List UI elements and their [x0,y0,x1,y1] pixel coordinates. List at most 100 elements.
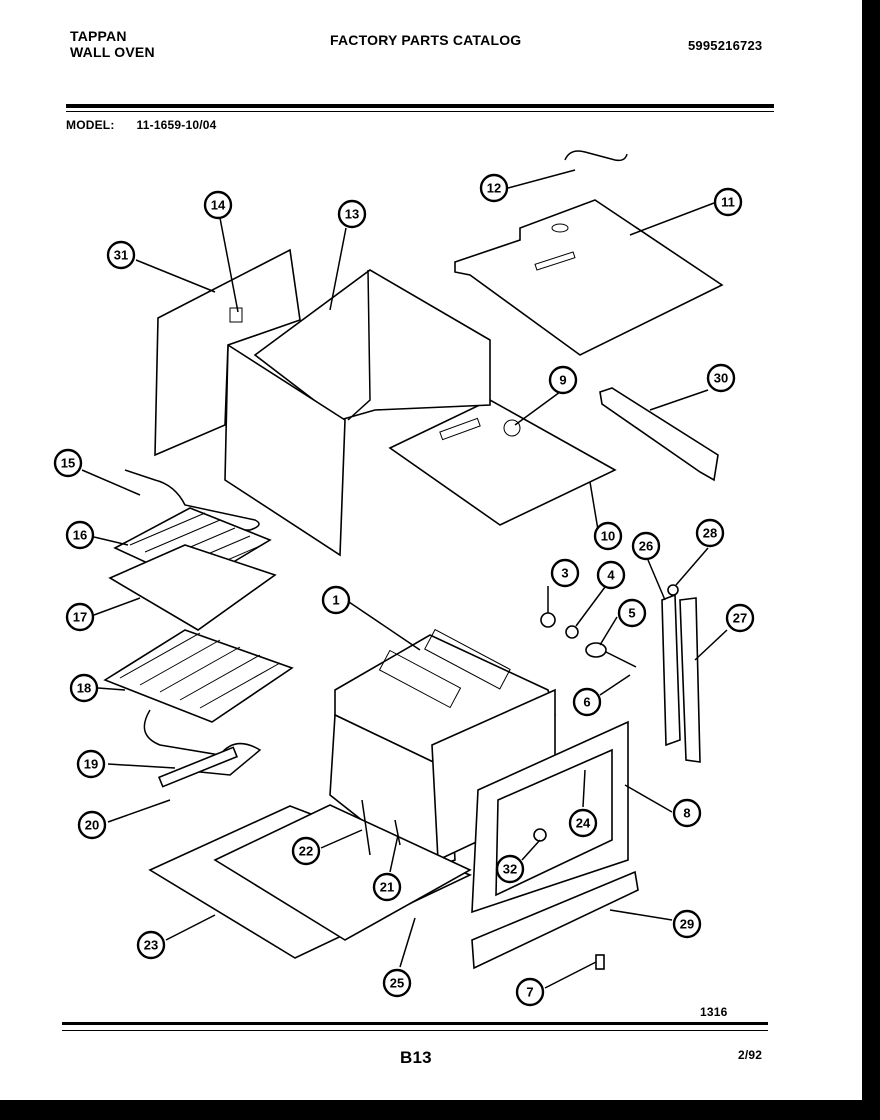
callout-27: 27 [725,603,755,633]
side-rail-right [679,597,701,763]
svg-text:18: 18 [77,681,91,696]
svg-text:15: 15 [61,456,75,471]
svg-text:23: 23 [144,938,158,953]
svg-text:7: 7 [526,985,533,1000]
callout-5: 5 [617,598,647,628]
header-rule-thick [66,104,774,108]
model-label: MODEL: [66,118,115,132]
oven-liner [329,628,556,871]
svg-text:26: 26 [639,539,653,554]
svg-text:14: 14 [211,198,226,213]
clip-part [667,584,679,596]
svg-text:17: 17 [73,610,87,625]
model-row: MODEL: 11-1659-10/04 [66,118,239,132]
callout-10: 10 [593,521,623,551]
callout-26: 26 [631,531,661,561]
terminal-block [157,746,239,788]
brand-name: TAPPAN [70,28,127,44]
callout-14: 14 [203,190,233,220]
front-trim-panel [471,870,639,970]
svg-text:13: 13 [345,207,359,222]
callout-22: 22 [291,836,321,866]
revision-date: 2/92 [738,1048,763,1062]
scan-edge-bar [862,0,880,1100]
svg-text:30: 30 [714,371,728,386]
side-rail-left [661,593,681,747]
callout-28: 28 [695,518,725,548]
brand-block: TAPPAN WALL OVEN [70,28,155,60]
callout-7: 7 [515,977,545,1007]
svg-text:25: 25 [390,976,404,991]
product-type: WALL OVEN [70,44,155,60]
catalog-title: FACTORY PARTS CATALOG [330,32,522,48]
model-number: 11-1659-10/04 [136,118,217,132]
footer-rule-thin [62,1030,768,1031]
bracket-part [599,387,719,482]
svg-text:31: 31 [114,248,128,263]
callout-23: 23 [136,930,166,960]
svg-text:24: 24 [576,816,591,831]
harness-part [564,150,628,162]
drawing-number: 1316 [700,1005,728,1019]
callout-3: 3 [550,558,580,588]
scan-bottom-bar [0,1100,880,1120]
callout-11: 11 [713,187,743,217]
hinge-part [533,828,547,842]
bottom-panel [388,399,617,526]
oven-rack [103,629,294,723]
svg-text:29: 29 [680,917,694,932]
callout-12: 12 [479,173,509,203]
svg-text:8: 8 [683,806,690,821]
callout-31: 31 [106,240,136,270]
knob-part [540,612,556,628]
broil-element [124,469,260,531]
base-panel [148,804,473,959]
bracket-22 [361,799,371,856]
callout-25: 25 [382,968,412,998]
svg-text:28: 28 [703,526,717,541]
leader-lines [81,169,728,989]
svg-text:9: 9 [559,373,566,388]
svg-text:4: 4 [607,568,615,583]
callout-21: 21 [372,872,402,902]
svg-text:16: 16 [73,528,87,543]
callout-29: 29 [672,909,702,939]
svg-text:22: 22 [299,844,313,859]
callout-4: 4 [596,560,626,590]
svg-text:5: 5 [628,606,635,621]
bracket-21 [394,819,401,846]
svg-text:21: 21 [380,880,394,895]
callout-18: 18 [69,673,99,703]
callout-9: 9 [548,365,578,395]
callout-1: 1 [321,585,351,615]
callout-13: 13 [337,199,367,229]
side-panel [154,248,301,457]
callout-24: 24 [568,808,598,838]
callout-30: 30 [706,363,736,393]
light-wire [605,651,637,668]
svg-text:3: 3 [561,566,568,581]
svg-text:10: 10 [601,529,615,544]
page-id: B13 [400,1048,432,1067]
svg-text:12: 12 [487,181,501,196]
svg-text:19: 19 [84,757,98,772]
header-rule-thin [66,111,774,112]
svg-text:27: 27 [733,611,747,626]
top-panel [454,199,724,356]
callout-32: 32 [495,854,525,884]
broiler-pan [108,544,277,631]
callout-15: 15 [53,448,83,478]
svg-text:6: 6 [583,695,590,710]
switch-part [565,625,579,639]
catalog-number: 5995216723 [688,38,763,53]
callout-8: 8 [672,798,702,828]
svg-text:32: 32 [503,862,517,877]
callout-16: 16 [65,520,95,550]
callout-6: 6 [572,687,602,717]
light-socket [585,642,607,658]
svg-text:11: 11 [721,195,735,210]
callout-17: 17 [65,602,95,632]
callout-20: 20 [77,810,107,840]
footer-rule-thick [62,1022,768,1025]
